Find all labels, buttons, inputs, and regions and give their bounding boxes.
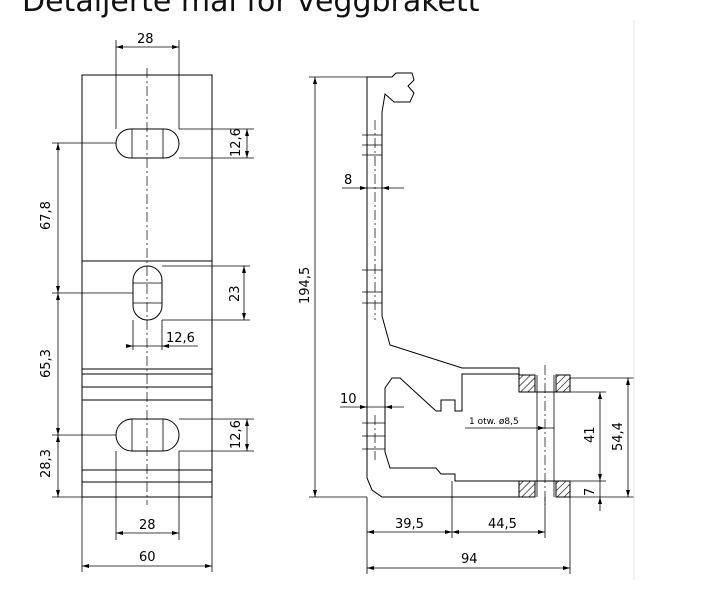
front-view: 28 12,6 67,8 65,3 28,3 — [39, 32, 254, 572]
foot-section-top-left — [518, 374, 536, 393]
svg-text:94: 94 — [461, 552, 478, 567]
foot-section-top-right — [555, 374, 571, 393]
dim-hole-note: 1 otw. ø8,5 — [465, 417, 554, 430]
dim-text-spacing-lower: 65,3 — [39, 349, 54, 378]
side-view: 194,5 8 10 1 otw. ø8,5 41 — [298, 72, 634, 574]
top-slot — [115, 128, 180, 159]
foot-section-bottom-left — [518, 480, 536, 498]
wall-ticks — [362, 120, 385, 460]
bottom-slot — [115, 418, 180, 452]
svg-text:12,6: 12,6 — [229, 128, 244, 157]
bracket-profile — [366, 72, 520, 498]
svg-text:23: 23 — [228, 285, 243, 302]
dim-center-slot-width: 12,6 — [126, 320, 198, 350]
dim-text-spacing-upper: 67,8 — [39, 201, 54, 230]
svg-text:12,6: 12,6 — [229, 420, 244, 449]
svg-text:1 otw. ø8,5: 1 otw. ø8,5 — [469, 417, 519, 427]
svg-text:54,4: 54,4 — [611, 422, 626, 451]
dim-slot-height-bottom: 12,6 — [179, 418, 254, 452]
page-title: Detaljerte mål for veggbrakett — [22, 0, 480, 19]
dim-center-slot-height: 23 — [162, 265, 250, 321]
dim-foot-height: 54,4 — [570, 377, 634, 498]
dim-hole-spacing: 41 — [570, 391, 606, 482]
svg-text:41: 41 — [583, 426, 598, 443]
dim-slot-width-bottom: 28 — [115, 451, 180, 540]
dim-base-chain: 39,5 44,5 — [366, 481, 546, 574]
dim-overall-width: 60 — [81, 497, 213, 572]
dim-slot-width-top: 28 — [115, 32, 180, 129]
svg-text:8: 8 — [344, 173, 352, 188]
dim-slot-height-top: 12,6 — [179, 128, 254, 159]
svg-text:10: 10 — [340, 392, 357, 407]
svg-text:39,5: 39,5 — [395, 517, 424, 532]
center-slot — [132, 265, 163, 321]
front-bands — [82, 260, 212, 483]
svg-text:28: 28 — [139, 518, 156, 533]
dim-text-slot-width-top: 28 — [137, 32, 154, 47]
svg-text:194,5: 194,5 — [298, 267, 313, 304]
svg-text:60: 60 — [139, 550, 156, 565]
dim-chain-left: 67,8 65,3 28,3 — [39, 142, 133, 498]
dim-wall-thickness-lower: 10 — [340, 392, 404, 409]
svg-text:7: 7 — [583, 488, 598, 496]
dim-overall-depth: 94 — [367, 497, 571, 574]
dim-text-bottom-offset: 28,3 — [39, 449, 54, 478]
foot-section-bottom-right — [555, 480, 571, 498]
svg-text:44,5: 44,5 — [488, 517, 517, 532]
svg-text:12,6: 12,6 — [166, 331, 195, 346]
dim-foot-bottom: 7 — [583, 481, 602, 511]
dim-overall-height: 194,5 — [298, 76, 367, 498]
dim-wall-thickness-upper: 8 — [342, 173, 404, 190]
